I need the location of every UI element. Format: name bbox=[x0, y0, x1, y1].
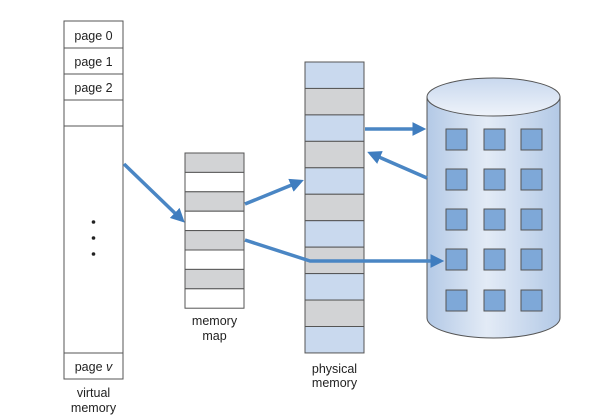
disk-backing-store bbox=[426, 77, 561, 339]
map-entry-used bbox=[184, 268, 245, 290]
ellipsis-dot bbox=[91, 252, 96, 256]
arrows bbox=[122, 122, 445, 268]
arrow-map-to-disk bbox=[244, 238, 445, 268]
frame-free bbox=[304, 220, 365, 248]
disk-block bbox=[445, 128, 468, 151]
arrow-disk-to-physical bbox=[367, 151, 428, 180]
arrow-virtual-to-map bbox=[122, 162, 185, 223]
virtual-memory-label: virtual bbox=[77, 386, 110, 400]
frame-occupied bbox=[304, 87, 365, 116]
page-v-label: page v bbox=[75, 360, 113, 374]
map-entry-empty bbox=[184, 210, 245, 232]
memory-map bbox=[184, 152, 245, 309]
disk-block bbox=[520, 248, 543, 271]
memory-map-label: memory bbox=[192, 314, 238, 328]
frame-occupied bbox=[304, 299, 365, 327]
arrow-map-to-physical bbox=[244, 178, 304, 206]
page-0-label: page 0 bbox=[74, 29, 112, 43]
ellipsis-dot bbox=[91, 220, 96, 224]
physical-memory-label: memory bbox=[312, 376, 358, 390]
physical-memory bbox=[304, 61, 365, 354]
disk-block bbox=[520, 289, 543, 312]
disk-block bbox=[483, 128, 506, 151]
frame-free bbox=[304, 326, 365, 354]
map-entry-used bbox=[184, 152, 245, 173]
frame-occupied bbox=[304, 140, 365, 169]
virtual-memory-label: memory bbox=[71, 401, 117, 415]
frame-free bbox=[304, 114, 365, 142]
physical-memory-label: physical bbox=[312, 362, 357, 376]
disk-block bbox=[520, 208, 543, 231]
disk-block bbox=[445, 248, 468, 271]
disk-block bbox=[520, 168, 543, 191]
disk-block bbox=[445, 289, 468, 312]
disk-block bbox=[483, 208, 506, 231]
frame-free bbox=[304, 273, 365, 301]
disk-block bbox=[483, 168, 506, 191]
virtual-memory: page 0 page 1 page 2 page v virtual memo… bbox=[63, 20, 124, 415]
disk-block bbox=[483, 248, 506, 271]
disk-block bbox=[445, 208, 468, 231]
map-entry-empty bbox=[184, 249, 245, 270]
frame-free bbox=[304, 167, 365, 195]
memory-map-label: map bbox=[202, 329, 226, 343]
map-entry-empty bbox=[184, 171, 245, 193]
frame-occupied bbox=[304, 193, 365, 222]
page-2-label: page 2 bbox=[74, 81, 112, 95]
disk-block bbox=[483, 289, 506, 312]
map-entry-empty bbox=[184, 288, 245, 309]
frame-free bbox=[304, 61, 365, 89]
ellipsis-dot bbox=[91, 236, 96, 240]
map-entry-used bbox=[184, 230, 245, 251]
disk-block bbox=[445, 168, 468, 191]
page-1-label: page 1 bbox=[74, 55, 112, 69]
map-entry-used bbox=[184, 191, 245, 212]
disk-block bbox=[520, 128, 543, 151]
